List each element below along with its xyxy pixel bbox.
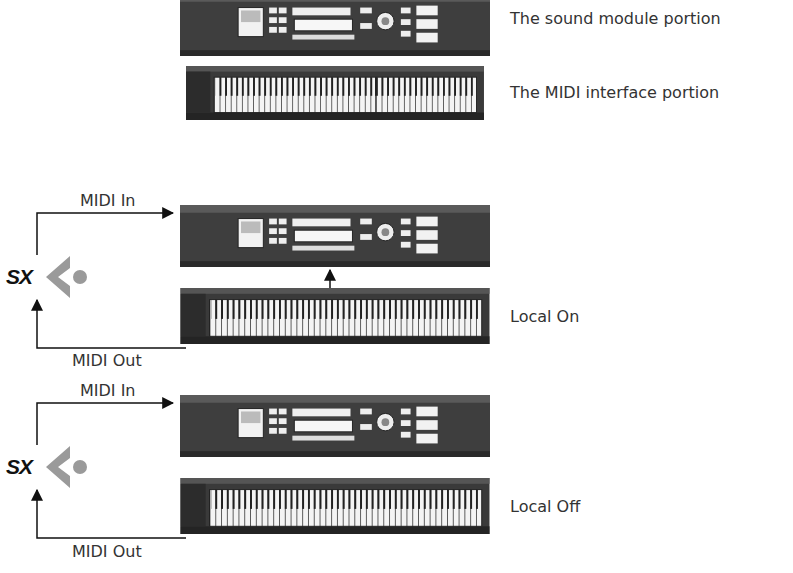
logo-text: SX xyxy=(6,455,32,478)
keyboard xyxy=(181,478,490,534)
port-label: MIDI Out xyxy=(72,543,142,561)
part-name: The MIDI interface portion xyxy=(510,84,719,102)
keyboard xyxy=(181,288,490,344)
port-label: MIDI In xyxy=(80,192,136,210)
mode-label: Local Off xyxy=(510,498,580,516)
logo-text: SX xyxy=(6,265,32,288)
sound-module xyxy=(180,0,490,56)
mode-label: Local On xyxy=(510,308,579,326)
sound-module xyxy=(180,205,490,267)
keyboard xyxy=(186,66,484,120)
midi-in-wire xyxy=(37,213,173,255)
midi-in-wire xyxy=(37,403,173,445)
part-name: The sound module portion xyxy=(510,10,721,28)
sound-module xyxy=(180,395,490,457)
port-label: MIDI In xyxy=(80,382,136,400)
cubase-logo xyxy=(46,446,87,488)
port-label: MIDI Out xyxy=(72,352,142,370)
local-arrow xyxy=(329,270,331,288)
midi-out-wire xyxy=(37,490,186,538)
cubase-logo xyxy=(46,256,87,298)
midi-out-wire xyxy=(37,300,186,348)
